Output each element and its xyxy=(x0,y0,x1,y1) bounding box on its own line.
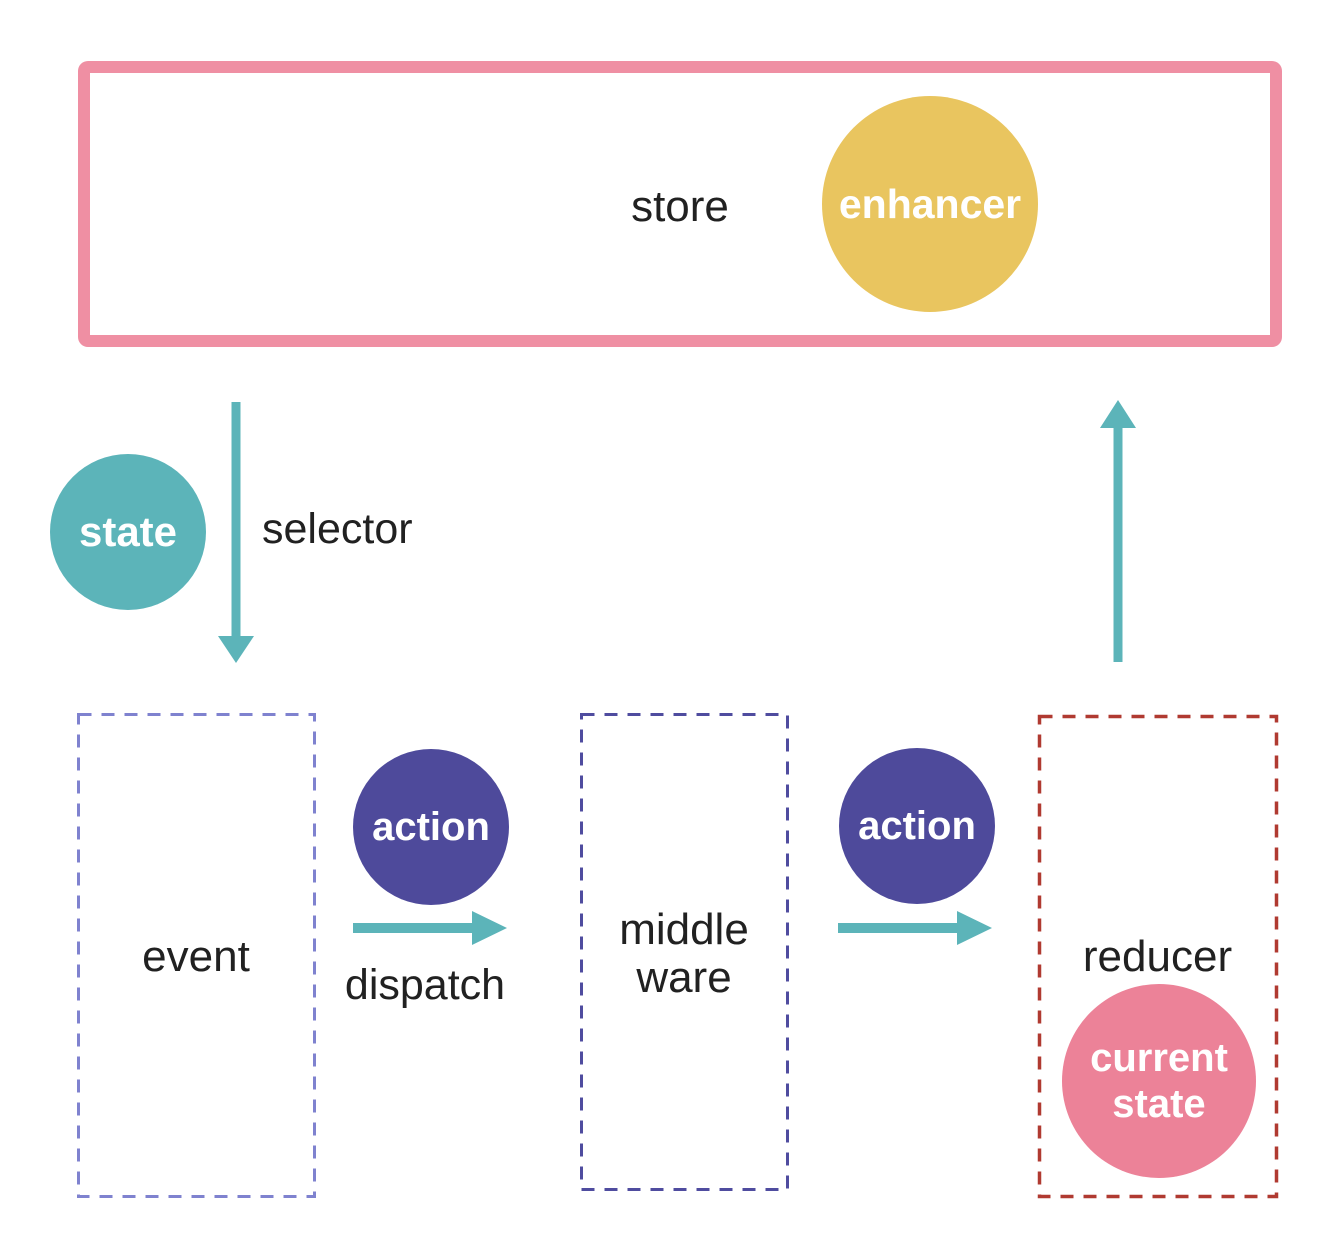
selector-label: selector xyxy=(262,505,413,553)
middleware-label-line1: middle xyxy=(619,905,749,954)
middleware-label: middle ware xyxy=(581,906,787,1002)
current-state-label-line1: current xyxy=(1090,1036,1228,1080)
state-node: state xyxy=(50,454,206,610)
action-left-label: action xyxy=(372,804,490,849)
enhancer-label: enhancer xyxy=(838,180,1022,227)
state-update-arrow xyxy=(1100,400,1136,662)
dispatch-label: dispatch xyxy=(344,961,506,1009)
middleware-label-line2: ware xyxy=(636,953,732,1002)
dispatch-arrow xyxy=(353,911,507,945)
store-label: store xyxy=(631,182,729,231)
reducer-label: reducer xyxy=(1082,932,1233,981)
current-state-label-line2: state xyxy=(1112,1082,1206,1126)
action-arrow xyxy=(838,911,992,945)
current-state-node: current state xyxy=(1062,984,1256,1178)
event-label: event xyxy=(142,932,250,981)
selector-arrow xyxy=(218,402,254,663)
enhancer-node: enhancer xyxy=(822,96,1038,312)
action-right-label: action xyxy=(858,803,976,848)
store-box xyxy=(78,61,1282,347)
state-label: state xyxy=(78,508,178,555)
action-node-left: action xyxy=(353,749,509,905)
action-node-right: action xyxy=(839,748,995,904)
